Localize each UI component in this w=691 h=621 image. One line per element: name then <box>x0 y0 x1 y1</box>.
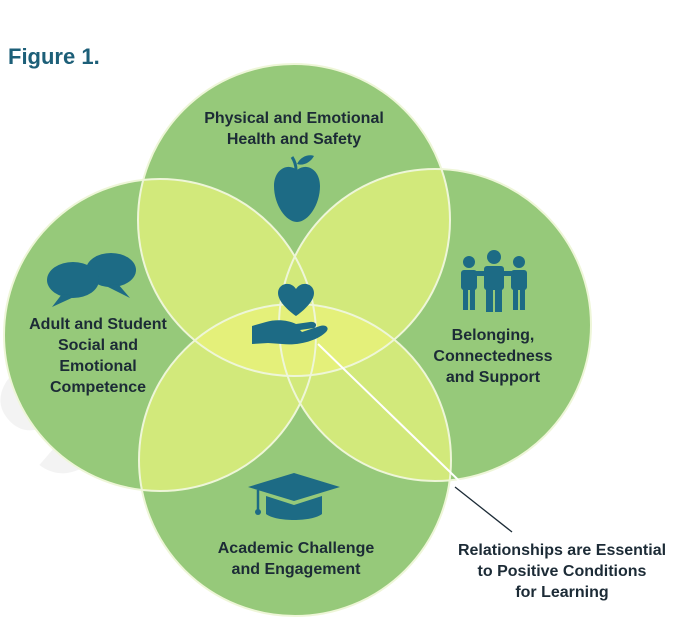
callout-label: Relationships are Essential to Positive … <box>457 542 667 601</box>
speech-bubbles-icon <box>47 253 136 307</box>
people-group-icon <box>461 250 527 312</box>
circle-label-right: Belonging, Connectedness and Support <box>433 327 553 386</box>
figure-label: Figure 1. <box>8 44 100 69</box>
circle-label-top: Physical and Emotional Health and Safety <box>204 110 384 148</box>
circle-label-left: Adult and Student Social and Emotional C… <box>29 316 167 396</box>
graduation-cap-icon <box>248 473 340 520</box>
callout-pointer-tail <box>454 486 513 533</box>
circle-label-bottom: Academic Challenge and Engagement <box>217 540 375 578</box>
heart-in-hand-icon <box>252 283 328 345</box>
apple-icon <box>274 155 320 222</box>
callout-pointer <box>317 343 513 533</box>
